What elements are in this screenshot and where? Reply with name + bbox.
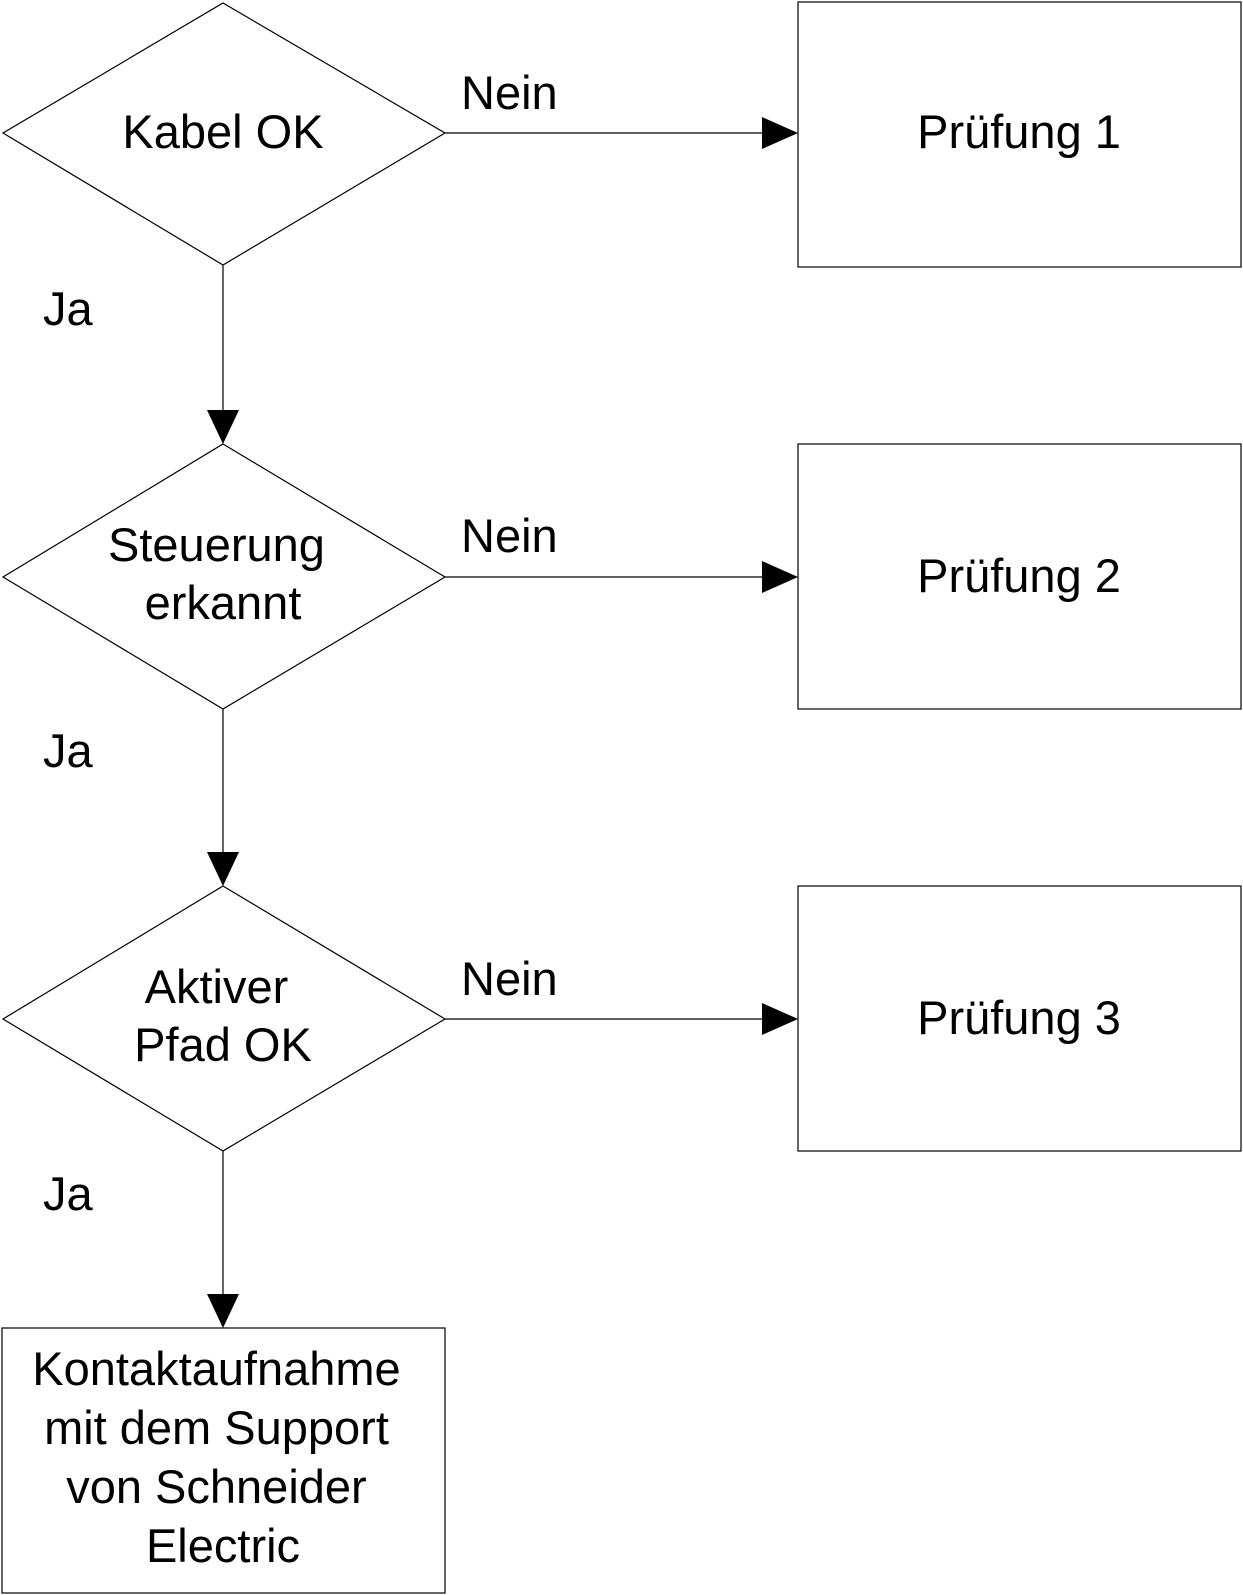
- check-label-2: Prüfung 2: [917, 549, 1121, 602]
- decision-label-path-line-2: Pfad OK: [134, 1018, 312, 1071]
- check-box-3: [797, 885, 1242, 1152]
- arrowhead-no-2: [762, 561, 798, 593]
- check-box-1: [797, 1, 1242, 268]
- decision-label-path-line-1: Aktiver: [145, 960, 289, 1013]
- decision-label-controller-line-2: erkannt: [145, 576, 302, 629]
- support-contact-line-1: Kontaktaufnahme: [32, 1342, 400, 1395]
- decision-label-cable: Kabel OK: [122, 105, 323, 158]
- arrowhead-yes-2: [207, 852, 239, 886]
- check-box-2: [797, 443, 1242, 710]
- arrowhead-no-3: [762, 1003, 798, 1035]
- check-label-1: Prüfung 1: [917, 105, 1121, 158]
- support-contact-line-2: mit dem Support: [44, 1401, 389, 1454]
- support-contact-box: [1, 1327, 446, 1594]
- support-contact-line-3: von Schneider: [66, 1460, 366, 1513]
- support-contact-label: Kontaktaufnahme mit dem Support von Schn…: [32, 1342, 414, 1572]
- branch-label-no-3: Nein: [461, 952, 558, 1005]
- arrowhead-no-1: [762, 117, 798, 149]
- decision-label-path: Aktiver Pfad OK: [134, 960, 312, 1071]
- support-contact-line-4: Electric: [146, 1519, 300, 1572]
- check-label-3: Prüfung 3: [917, 991, 1121, 1044]
- branch-label-yes-2: Ja: [43, 724, 94, 777]
- arrowhead-yes-3: [207, 1294, 239, 1328]
- branch-label-no-2: Nein: [461, 509, 558, 562]
- branch-label-yes-3: Ja: [43, 1167, 94, 1220]
- branch-label-yes-1: Ja: [43, 282, 94, 335]
- arrowhead-yes-1: [207, 410, 239, 444]
- decision-label-controller: Steuerung erkannt: [108, 518, 338, 629]
- decision-label-cable-line-1: Kabel OK: [122, 105, 323, 158]
- branch-label-no-1: Nein: [461, 66, 558, 119]
- decision-label-controller-line-1: Steuerung: [108, 518, 325, 571]
